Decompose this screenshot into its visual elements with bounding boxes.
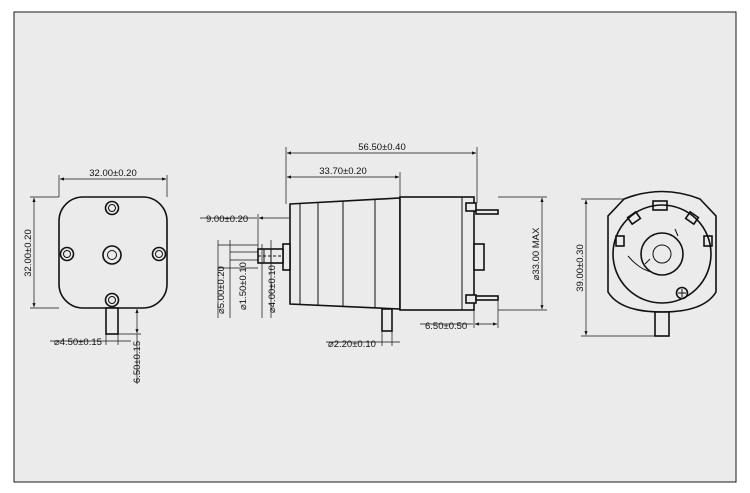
screw-top [104,200,120,216]
overall-length-dim: 56.50±0.40 [358,142,405,153]
rear-bearing-bore [652,244,672,264]
rear-tab-left [615,235,625,247]
nozzle-length-dim: 9.00±0.20 [206,214,248,225]
end-cap [473,243,485,271]
nozzle-d3-dim: ⌀4.00±0.10 [267,265,278,313]
gearbox-length-dim: 33.70±0.20 [319,166,366,177]
screw-bottom [104,292,120,308]
front-view: 32.00±0.20 32.00±0.20 ⌀4.50±0.15 6.50±0.… [23,168,168,384]
rear-shaft [654,311,670,337]
rear-height-dim: 39.00±0.30 [575,244,586,291]
terminal-length-dim: 6.50±0.50 [425,321,467,332]
front-shaft-diameter-dim: ⌀4.50±0.15 [54,337,102,348]
rear-tab-top [652,200,668,211]
rear-tab-right [703,235,713,247]
rear-arc [627,255,653,273]
motor-body [399,196,475,311]
pin-diameter-dim: ⌀2.20±0.10 [328,339,376,350]
nozzle-flange [282,243,291,271]
terminal-top-base [465,202,477,212]
center-hub-inner [107,250,117,260]
motor-diameter-dim: ⌀33.00 MAX [531,227,542,280]
screw-left [59,246,75,262]
rear-tab-upper-right [684,210,700,226]
terminal-bottom-base [465,294,477,304]
rear-bearing-ring [640,232,684,276]
nozzle-d1-dim: ⌀5.00±0.20 [216,266,227,314]
front-width-dim: 32.00±0.20 [89,168,136,179]
nozzle-d2-dim: ⌀1.50±0.10 [238,262,249,310]
front-shaft-length-dim: 6.50±0.15 [132,341,143,383]
rear-outer-circle [612,204,712,304]
gearbox-body [289,197,401,310]
terminal-bottom-tab [475,295,499,301]
rear-tab-upper-left [626,210,642,226]
front-shaft [105,307,119,335]
rear-view: 39.00±0.30 [575,190,717,337]
screw-right [151,246,167,262]
front-height-dim: 32.00±0.20 [23,229,34,276]
side-view: 56.50±0.40 33.70±0.20 9.00±0.20 ⌀5.00±0.… [200,142,547,350]
terminal-top-tab [475,209,499,215]
side-pin [381,308,393,332]
rear-screw [675,286,689,300]
center-hub [102,245,122,265]
